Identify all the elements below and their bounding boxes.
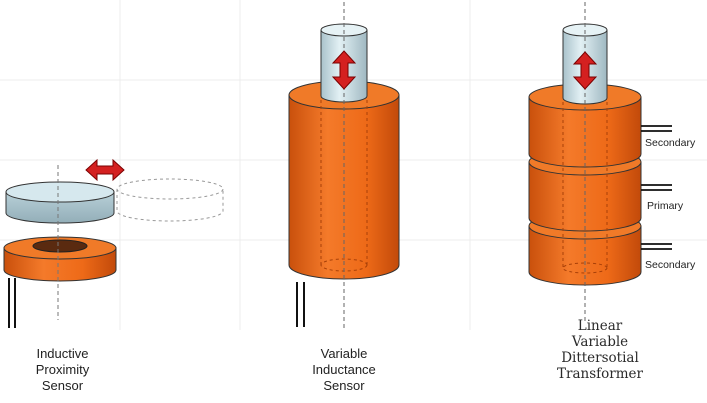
caption-line: Variable: [571, 334, 629, 350]
secondary-bottom-label: Secondary: [645, 259, 696, 271]
caption-line: Variable: [320, 346, 368, 361]
vertical-arrow-icon: [331, 50, 357, 90]
lvdt-sensor: Secondary Primary Secondary: [528, 2, 696, 322]
caption-line: Sensor: [41, 378, 84, 393]
proximity-caption: Inductive Proximity Sensor: [10, 346, 115, 394]
primary-label: Primary: [647, 200, 684, 212]
caption-line: Inductive: [36, 346, 89, 361]
proximity-sensor: [3, 158, 224, 328]
caption-line: Dittersotial: [561, 350, 639, 366]
inductance-caption: Variable Inductance Sensor: [290, 346, 398, 394]
caption-line: Transformer: [557, 366, 643, 382]
inductance-sensor: [288, 2, 400, 330]
caption-line: Sensor: [323, 378, 365, 393]
vertical-arrow-icon: [572, 51, 598, 90]
lvdt-caption: Linear Variable Dittersotial Transformer: [540, 318, 660, 382]
caption-line: Linear: [577, 318, 623, 334]
horizontal-arrow-icon: [85, 158, 125, 182]
caption-line: Inductance: [312, 362, 376, 377]
secondary-top-label: Secondary: [645, 137, 696, 149]
caption-line: Proximity: [35, 362, 90, 377]
